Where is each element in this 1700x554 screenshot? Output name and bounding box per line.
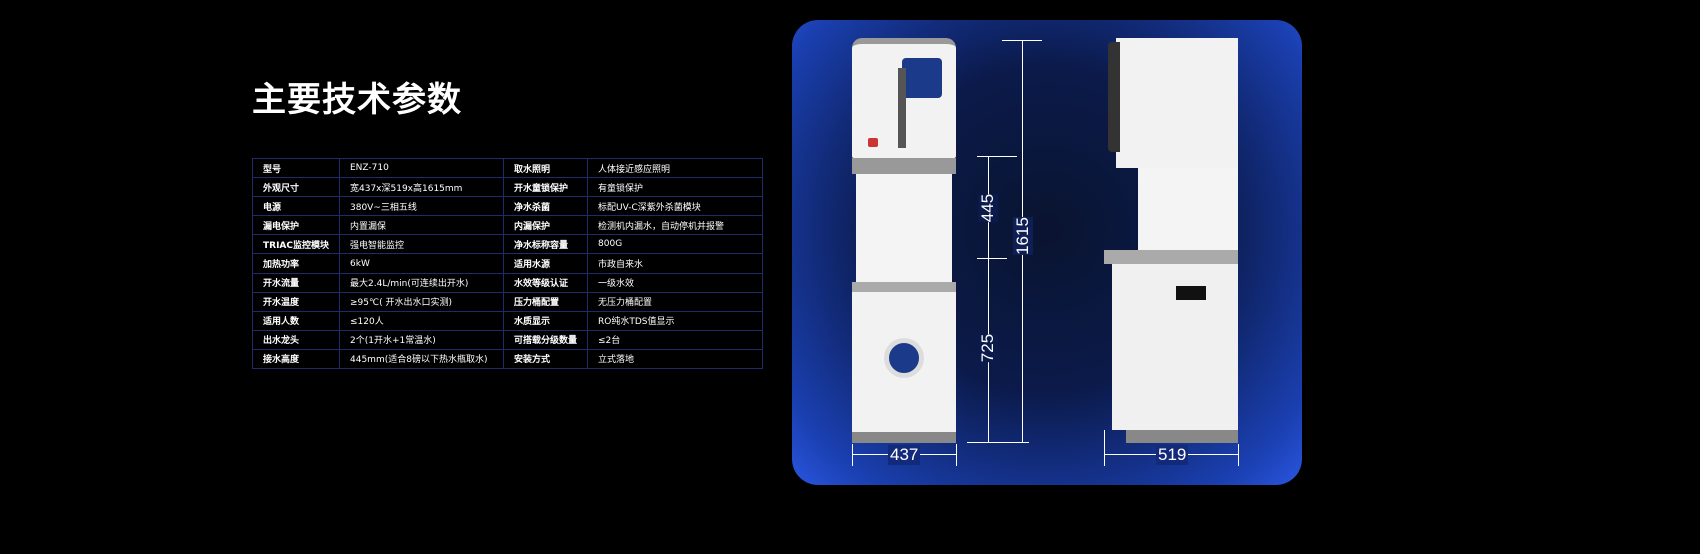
spec-value: 一级水效 <box>587 272 763 293</box>
width-label: 437 <box>888 445 921 465</box>
spec-value: 6kW <box>339 253 504 274</box>
spec-value: 宽437x深519x高1615mm <box>339 177 504 198</box>
spec-row: 开水温度≥95℃( 开水出水口实测)压力桶配置无压力桶配置 <box>252 291 763 312</box>
front-view-machine <box>852 38 956 443</box>
spec-label: 可搭载分级数量 <box>502 329 589 350</box>
spec-label: 型号 <box>252 157 340 179</box>
spec-label: 安装方式 <box>502 348 589 370</box>
spec-label: 外观尺寸 <box>252 177 340 198</box>
spec-value: ENZ-710 <box>339 157 504 179</box>
spec-label: 开水流量 <box>252 272 340 293</box>
spec-value: 2个(1开水+1常温水) <box>339 329 504 350</box>
spec-label: 出水龙头 <box>252 329 340 350</box>
lower-height-label: 725 <box>978 333 999 363</box>
spec-label: 接水高度 <box>252 348 340 370</box>
spec-value: 检测机内漏水，自动停机并报警 <box>587 215 763 236</box>
page-title: 主要技术参数 <box>252 80 462 120</box>
spec-value: 最大2.4L/min(可连续出开水) <box>339 272 504 293</box>
spec-value: ≤2台 <box>587 329 763 350</box>
spec-label: 取水照明 <box>502 157 589 179</box>
spec-value: 445mm(适合8磅以下热水瓶取水) <box>339 348 504 370</box>
spec-label: 加热功率 <box>252 253 340 274</box>
water-height-label: 445 <box>978 193 999 223</box>
spec-value: RO纯水TDS值显示 <box>587 310 763 331</box>
spec-label: TRIAC监控模块 <box>252 234 340 255</box>
spec-value: 内置漏保 <box>339 215 504 236</box>
spec-value: 立式落地 <box>587 348 763 370</box>
spec-label: 净水标称容量 <box>502 234 589 255</box>
spec-value: ≥95℃( 开水出水口实测) <box>339 291 504 312</box>
spec-label: 内漏保护 <box>502 215 589 236</box>
spec-label: 开水温度 <box>252 291 340 312</box>
total-height-label: 1615 <box>1012 217 1033 255</box>
spec-value: 强电智能监控 <box>339 234 504 255</box>
spec-value: ≤120人 <box>339 310 504 331</box>
spec-value: 无压力桶配置 <box>587 291 763 312</box>
product-dimension-panel: 445 1615 725 437 519 <box>792 20 1302 485</box>
spec-label: 开水童锁保护 <box>502 177 589 198</box>
spec-label: 水效等级认证 <box>502 272 589 293</box>
spec-label: 压力桶配置 <box>502 291 589 312</box>
spec-value: 有童锁保护 <box>587 177 763 198</box>
spec-row: 漏电保护内置漏保内漏保护检测机内漏水，自动停机并报警 <box>252 215 763 236</box>
spec-value: 800G <box>587 234 763 255</box>
spec-row: 开水流量最大2.4L/min(可连续出开水)水效等级认证一级水效 <box>252 272 763 293</box>
spec-label: 净水杀菌 <box>502 196 589 217</box>
depth-label: 519 <box>1156 445 1189 465</box>
spec-value: 人体接近感应照明 <box>587 157 763 179</box>
spec-value: 380V~三相五线 <box>339 196 504 217</box>
spec-label: 适用水源 <box>502 253 589 274</box>
side-view-machine <box>1104 38 1238 443</box>
spec-label: 漏电保护 <box>252 215 340 236</box>
spec-value: 标配UV-C深紫外杀菌模块 <box>587 196 763 217</box>
spec-label: 电源 <box>252 196 340 217</box>
spec-label: 水质显示 <box>502 310 589 331</box>
spec-value: 市政自来水 <box>587 253 763 274</box>
spec-label: 适用人数 <box>252 310 340 331</box>
